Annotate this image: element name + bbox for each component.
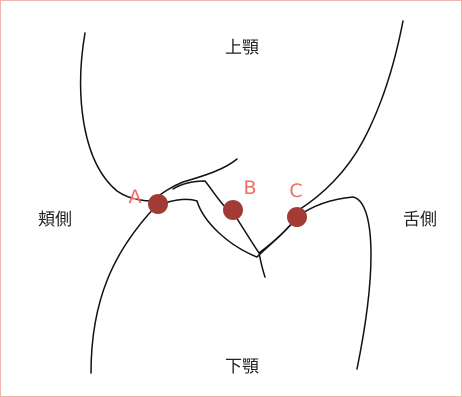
point-c-label: C — [289, 180, 302, 202]
contact-point-a-dot — [148, 194, 168, 214]
upper-fissure — [173, 181, 227, 209]
lingual-side-label: 舌側 — [403, 210, 437, 230]
point-a-label: A — [129, 186, 142, 208]
lower-tooth-outline — [91, 197, 371, 373]
lower-fissure — [231, 209, 297, 277]
buccal-side-label: 頬側 — [38, 210, 72, 230]
point-b-label: B — [243, 177, 256, 199]
lower-jaw-label: 下顎 — [225, 357, 259, 377]
contact-point-b-dot — [223, 200, 243, 220]
upper-jaw-label: 上顎 — [225, 38, 259, 58]
contact-point-c-dot — [287, 207, 307, 227]
